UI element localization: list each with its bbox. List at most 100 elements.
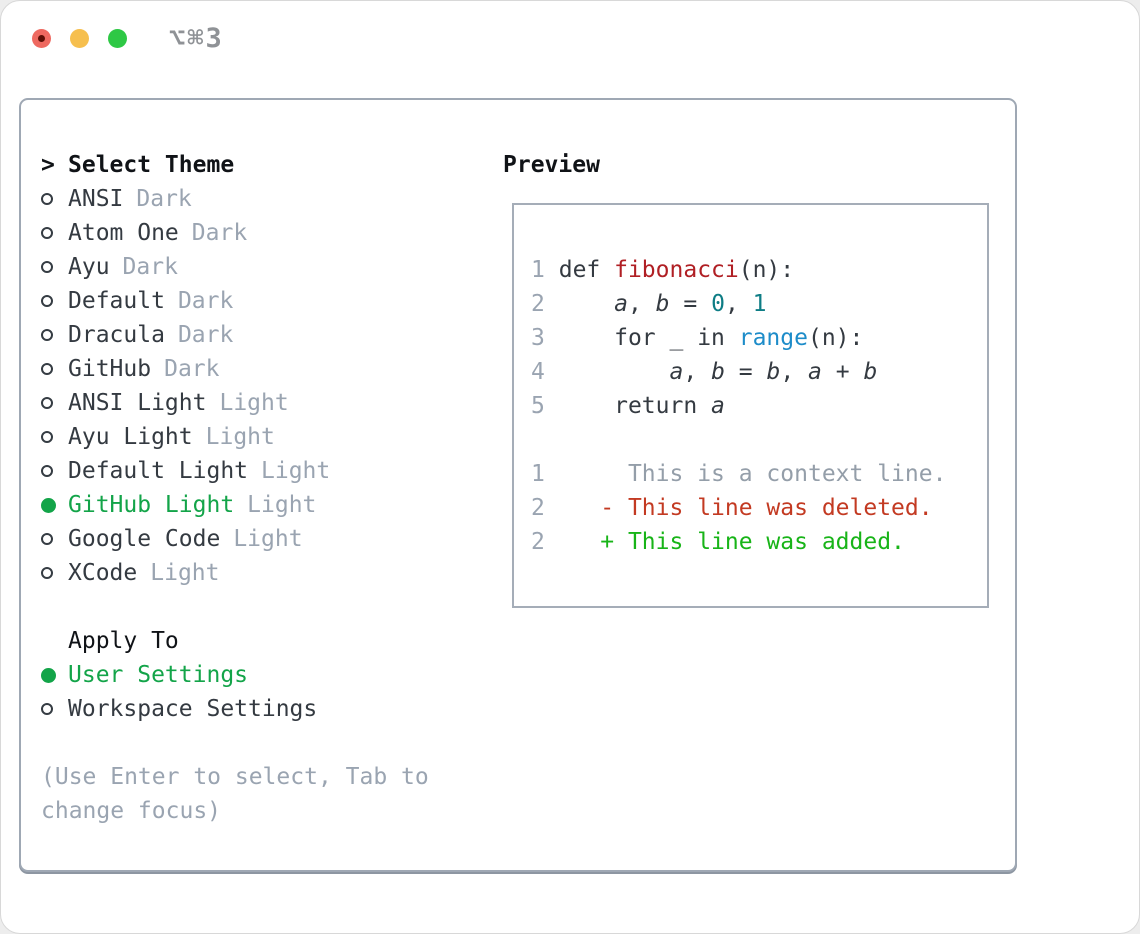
theme-variant-label: Light bbox=[233, 526, 303, 552]
code-segment: range bbox=[738, 325, 808, 351]
apply-to-option[interactable]: Workspace Settings bbox=[41, 692, 479, 726]
close-button[interactable] bbox=[32, 29, 51, 48]
radio-ring bbox=[41, 397, 53, 409]
apply-to-title: Apply To bbox=[68, 628, 179, 654]
code-segment: , bbox=[780, 359, 809, 385]
option-label: ANSI bbox=[68, 186, 124, 212]
select-theme-header: > Select Theme bbox=[41, 148, 479, 182]
apply-to-option[interactable]: User Settings bbox=[41, 658, 479, 692]
radio-icon bbox=[41, 329, 68, 341]
radio-selected-icon bbox=[41, 667, 68, 683]
theme-variant-label: Light bbox=[247, 492, 317, 518]
window-title: ⌥⌘3 bbox=[169, 23, 224, 54]
code-segment: (n): bbox=[807, 325, 864, 351]
theme-variant-label: Dark bbox=[164, 356, 220, 382]
line-number: 1 bbox=[531, 461, 545, 487]
radio-icon bbox=[41, 193, 68, 205]
radio-ring bbox=[41, 295, 53, 307]
theme-option[interactable]: ANSI Light Light bbox=[41, 386, 479, 420]
option-label: XCode bbox=[68, 560, 138, 586]
code-segment: , bbox=[683, 359, 712, 385]
option-label: Workspace Settings bbox=[68, 696, 318, 722]
code-segment bbox=[559, 291, 614, 317]
radio-ring bbox=[41, 567, 53, 579]
line-number: 1 bbox=[531, 257, 545, 283]
option-label: Ayu Light bbox=[68, 424, 193, 450]
radio-dot bbox=[41, 497, 56, 513]
code-line: 2 - This line was deleted. bbox=[531, 491, 987, 525]
code-line: 2 a, b = 0, 1 bbox=[531, 287, 987, 321]
radio-icon bbox=[41, 261, 68, 273]
theme-variant-label: Light bbox=[205, 424, 275, 450]
code-segment: , bbox=[627, 291, 656, 317]
code-segment: fibonacci bbox=[614, 257, 739, 283]
code-segment: b bbox=[766, 359, 781, 385]
theme-option[interactable]: GitHub Light Light bbox=[41, 488, 479, 522]
code-line: 5 return a bbox=[531, 389, 987, 423]
radio-dot bbox=[41, 667, 56, 683]
theme-variant-label: Dark bbox=[177, 322, 234, 348]
code-segment: - This line was deleted. bbox=[558, 495, 933, 521]
line-number: 5 bbox=[531, 393, 545, 419]
code-segment: a bbox=[808, 359, 822, 385]
code-segment: This is a context line. bbox=[558, 461, 947, 487]
option-label: Atom One bbox=[68, 220, 179, 246]
select-theme-title: Select Theme bbox=[68, 152, 235, 178]
code-line bbox=[531, 423, 987, 457]
code-segment: b bbox=[863, 359, 878, 385]
radio-icon bbox=[41, 703, 68, 715]
prompt-icon: > bbox=[41, 152, 55, 178]
code-segment: 0 bbox=[711, 291, 725, 317]
code-segment: b bbox=[711, 359, 725, 385]
option-label: GitHub Light bbox=[68, 492, 235, 518]
minimize-button[interactable] bbox=[70, 29, 89, 48]
theme-option[interactable]: Ayu Dark bbox=[41, 250, 479, 284]
option-label: Ayu bbox=[68, 254, 110, 280]
radio-ring bbox=[41, 533, 53, 545]
theme-variant-label: Dark bbox=[136, 186, 192, 212]
preview-title: Preview bbox=[503, 152, 600, 178]
radio-ring bbox=[41, 465, 53, 477]
apply-to-header: Apply To bbox=[41, 624, 479, 658]
radio-icon bbox=[41, 431, 68, 443]
zoom-button[interactable] bbox=[108, 29, 127, 48]
radio-icon bbox=[41, 465, 68, 477]
radio-ring bbox=[41, 363, 53, 375]
code-segment: = bbox=[724, 359, 767, 385]
code-segment: for _ in bbox=[558, 325, 739, 351]
line-number: 2 bbox=[531, 529, 545, 555]
code-segment bbox=[559, 359, 670, 385]
theme-variant-label: Dark bbox=[122, 254, 178, 280]
code-line: 1 This is a context line. bbox=[531, 457, 987, 491]
theme-variant-label: Light bbox=[261, 458, 331, 484]
theme-option[interactable]: Ayu Light Light bbox=[41, 420, 479, 454]
code-segment: , bbox=[724, 291, 753, 317]
code-segment: + bbox=[821, 359, 864, 385]
radio-icon bbox=[41, 227, 68, 239]
code-segment: b bbox=[655, 291, 670, 317]
theme-option[interactable]: ANSI Dark bbox=[41, 182, 479, 216]
radio-icon bbox=[41, 533, 68, 545]
option-label: Default bbox=[68, 288, 165, 314]
code-line: 1 def fibonacci(n): bbox=[531, 253, 987, 287]
radio-ring bbox=[41, 703, 53, 715]
option-label: ANSI Light bbox=[68, 390, 207, 416]
radio-ring bbox=[41, 227, 53, 239]
code-segment: a bbox=[711, 393, 725, 419]
code-segment: + This line was added. bbox=[558, 529, 905, 555]
theme-variant-label: Light bbox=[219, 390, 289, 416]
code-segment: a bbox=[669, 359, 684, 385]
code-line: 2 + This line was added. bbox=[531, 525, 987, 559]
